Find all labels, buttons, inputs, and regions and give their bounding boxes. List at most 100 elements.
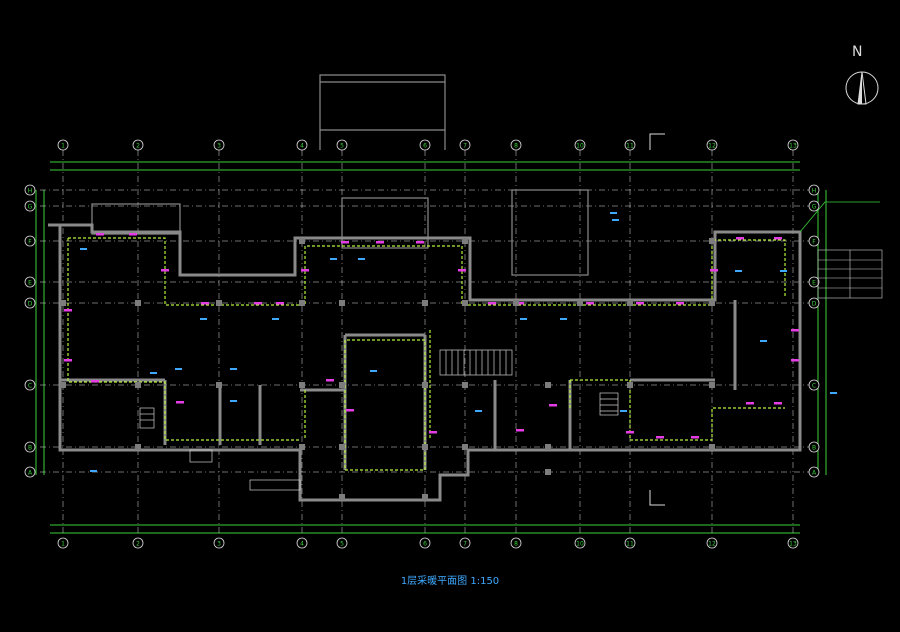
room-label xyxy=(175,368,182,370)
axis-bubble-bottom: 2 xyxy=(132,537,144,549)
axis-bubble-top: 4 xyxy=(296,139,308,151)
radiator xyxy=(488,302,496,305)
axis-bubble-top: 5 xyxy=(336,139,348,151)
north-label: N xyxy=(852,44,863,60)
column xyxy=(60,382,66,388)
room-label xyxy=(475,410,482,412)
room-label xyxy=(90,470,97,472)
column xyxy=(422,444,428,450)
room-label-marks xyxy=(80,212,837,472)
stair-hatching xyxy=(139,349,619,491)
axis-label: 12 xyxy=(708,541,716,548)
radiator xyxy=(96,233,104,236)
axis-bubble-bottom: 7 xyxy=(459,537,471,549)
dimension-lines xyxy=(35,161,827,534)
room-label xyxy=(520,318,527,320)
radiator xyxy=(429,431,437,434)
axis-label: 11 xyxy=(626,143,634,150)
room-label xyxy=(80,248,87,250)
axis-bubble-top: 7 xyxy=(459,139,471,151)
axis-label: C xyxy=(812,383,816,390)
axis-label: 2 xyxy=(136,143,140,150)
axis-bubble-bottom: 5 xyxy=(336,537,348,549)
structural-columns xyxy=(60,238,715,500)
radiator xyxy=(516,429,524,432)
axis-label: 5 xyxy=(340,541,344,548)
column xyxy=(299,382,305,388)
column xyxy=(135,300,141,306)
axis-bubble-right: H xyxy=(808,184,820,196)
column xyxy=(709,238,715,244)
room-label xyxy=(230,368,237,370)
column xyxy=(135,382,141,388)
axis-bubble-right: B xyxy=(808,441,820,453)
room-label xyxy=(358,258,365,260)
heating-pipe-runs xyxy=(67,237,786,471)
radiator xyxy=(774,237,782,240)
room-label xyxy=(560,318,567,320)
axis-label: 1 xyxy=(61,143,65,150)
axis-label: G xyxy=(28,204,33,211)
room-label xyxy=(272,318,279,320)
legend-table xyxy=(817,249,883,299)
room-label xyxy=(370,370,377,372)
axis-bubble-right: A xyxy=(808,466,820,478)
column xyxy=(545,444,551,450)
axis-label: 13 xyxy=(789,541,797,548)
radiator xyxy=(276,302,284,305)
axis-label: 7 xyxy=(463,541,467,548)
axis-label: 8 xyxy=(514,143,518,150)
radiator xyxy=(774,402,782,405)
axis-bubble-left: E xyxy=(24,276,36,288)
radiator xyxy=(91,380,99,383)
axis-bubble-left: H xyxy=(24,184,36,196)
upper-structure-outline xyxy=(91,74,589,276)
axis-label: D xyxy=(812,301,817,308)
radiator xyxy=(516,302,524,305)
radiator xyxy=(586,302,594,305)
radiator xyxy=(129,233,137,236)
radiator xyxy=(746,402,754,405)
axis-bubble-top: 11 xyxy=(624,139,636,151)
radiator xyxy=(416,241,424,244)
column xyxy=(709,444,715,450)
column xyxy=(709,300,715,306)
axis-label: 6 xyxy=(423,541,427,548)
column xyxy=(339,382,345,388)
axis-label: 11 xyxy=(626,541,634,548)
axis-label: E xyxy=(812,280,816,287)
column xyxy=(462,300,468,306)
radiator xyxy=(201,302,209,305)
axis-label: E xyxy=(28,280,32,287)
axis-label: A xyxy=(812,470,817,477)
axis-bubble-right: C xyxy=(808,379,820,391)
axis-label: 3 xyxy=(217,143,221,150)
radiator xyxy=(691,436,699,439)
axis-label: 5 xyxy=(340,143,344,150)
axis-bubble-bottom: 11 xyxy=(624,537,636,549)
axis-label: A xyxy=(28,470,33,477)
axis-label: 6 xyxy=(423,143,427,150)
radiator xyxy=(64,309,72,312)
column xyxy=(513,300,519,306)
axis-label: 8 xyxy=(514,541,518,548)
radiator xyxy=(549,404,557,407)
radiator xyxy=(326,379,334,382)
axis-bubble-bottom: 10 xyxy=(574,537,586,549)
building-walls xyxy=(48,223,802,502)
column xyxy=(627,300,633,306)
axis-bubble-bottom: 8 xyxy=(510,537,522,549)
axis-label: 4 xyxy=(300,541,304,548)
north-arrow-icon xyxy=(845,71,879,105)
room-label xyxy=(610,212,617,214)
axis-bubble-right: G xyxy=(808,200,820,212)
column xyxy=(462,444,468,450)
axis-label: F xyxy=(28,239,32,246)
radiator xyxy=(736,237,744,240)
axis-bubble-bottom: 1 xyxy=(57,537,69,549)
room-label xyxy=(735,270,742,272)
column xyxy=(545,382,551,388)
axis-bubble-left: B xyxy=(24,441,36,453)
room-label xyxy=(830,392,837,394)
